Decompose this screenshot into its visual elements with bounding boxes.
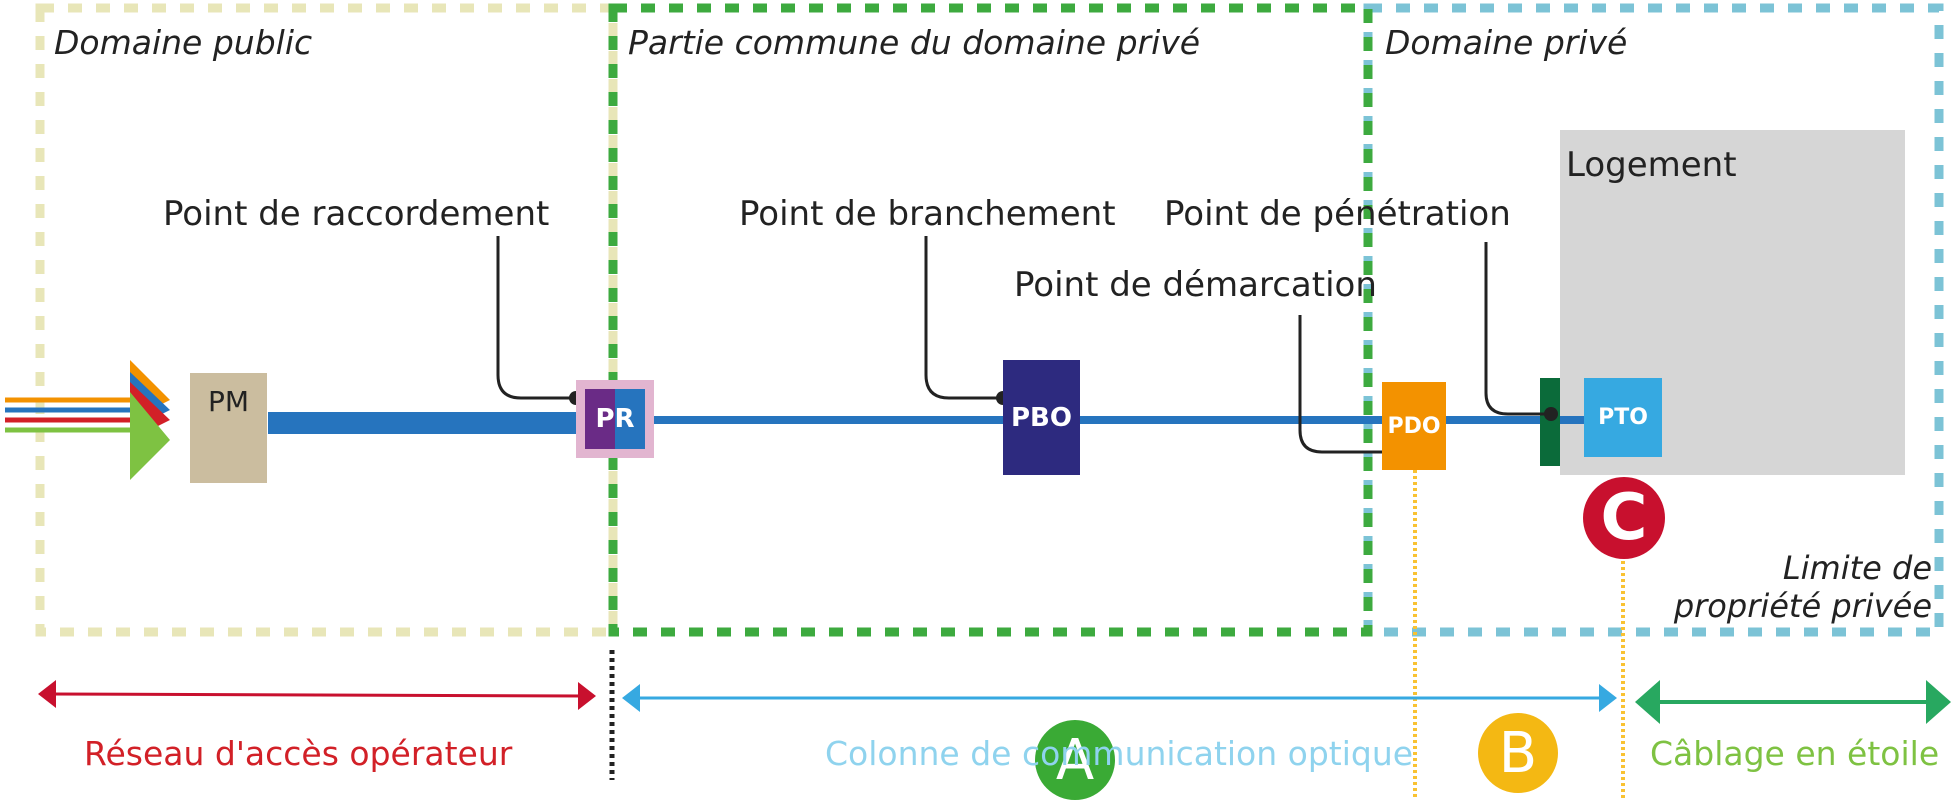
pm-box: PM	[190, 373, 267, 483]
zone-title-private: Domaine privé	[1385, 23, 1628, 62]
segment-operator-label: Réseau d'accès opérateur	[84, 734, 513, 773]
label-branchement: Point de branchement	[739, 194, 1116, 234]
marker-c: C	[1583, 477, 1665, 559]
pr-label: PR	[595, 404, 635, 434]
arrow-column	[622, 684, 1617, 712]
zone-common-border	[608, 3, 1373, 637]
leader-lines	[496, 236, 1551, 454]
zone-public-border	[35, 3, 618, 637]
penetration-bar	[1540, 378, 1560, 466]
pto-box: PTO	[1584, 378, 1662, 457]
limit-label: Limite de propriété privée	[1600, 549, 1932, 625]
pdo-box: PDO	[1382, 382, 1446, 470]
pm-label: PM	[205, 385, 252, 418]
zone-title-public: Domaine public	[54, 23, 313, 62]
label-penetration: Point de pénétration	[1164, 194, 1511, 234]
arrow-star	[1635, 680, 1951, 724]
logement-label: Logement	[1566, 145, 1737, 185]
main-cable-thick	[268, 412, 580, 434]
limit-line-1: Limite de	[1782, 549, 1932, 587]
pto-label: PTO	[1598, 405, 1648, 430]
zone-title-common: Partie commune du domaine privé	[628, 23, 1201, 62]
marker-a: A	[1035, 720, 1115, 800]
label-raccordement: Point de raccordement	[163, 194, 550, 234]
pdo-label: PDO	[1387, 413, 1441, 439]
segment-star-label: Câblage en étoile	[1650, 734, 1940, 773]
pr-box: PR	[576, 380, 654, 458]
arrow-operator	[38, 680, 596, 710]
marker-b: B	[1478, 713, 1558, 793]
marker-b-letter: B	[1498, 720, 1538, 786]
pbo-box: PBO	[1003, 360, 1080, 475]
marker-c-letter: C	[1600, 481, 1648, 555]
limit-line-2: propriété privée	[1673, 587, 1932, 625]
marker-a-letter: A	[1055, 727, 1095, 793]
pbo-label: PBO	[1011, 402, 1072, 433]
incoming-fibers	[5, 360, 170, 480]
label-demarcation: Point de démarcation	[1014, 265, 1377, 305]
segment-column-label: Colonne de communication optique	[825, 734, 1414, 773]
